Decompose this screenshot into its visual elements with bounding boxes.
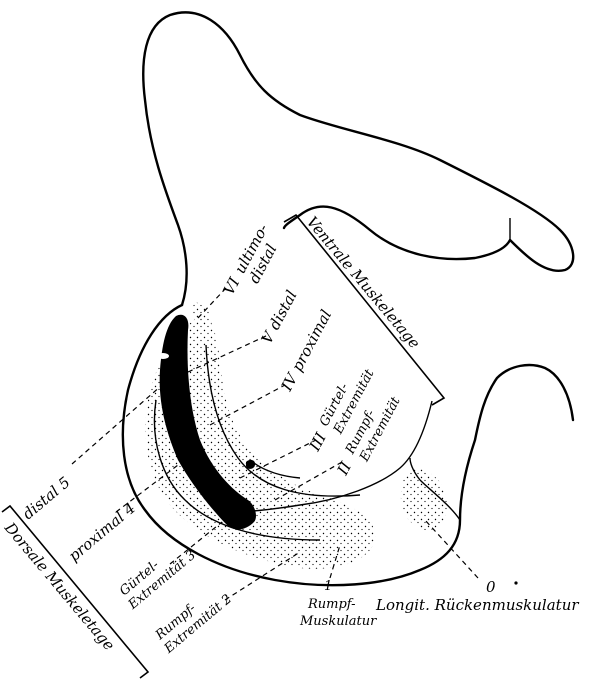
label-ii-numeral: II — [333, 458, 355, 479]
label-zero: 0 — [486, 578, 496, 596]
label-iii-numeral: III — [305, 429, 330, 455]
label-rumpf-1-line1: Rumpf- — [307, 597, 356, 612]
label-proximal-4: proximal 4 — [65, 499, 139, 565]
stipple-right — [401, 469, 447, 531]
label-longit: Longit. Rückenmuskulatur — [375, 596, 579, 614]
white-spot — [157, 353, 169, 359]
label-vi-numeral: VI — [220, 274, 244, 298]
label-iv-text: proximal — [288, 307, 335, 375]
label-distal-5: distal 5 — [19, 473, 74, 523]
label-rumpf-1-num: 1 — [324, 579, 332, 594]
leader-0 — [425, 520, 478, 578]
label-v-text: distal — [265, 287, 301, 333]
dot-mark — [514, 581, 517, 584]
label-rumpf-1-line2: Muskulatur — [299, 614, 377, 629]
